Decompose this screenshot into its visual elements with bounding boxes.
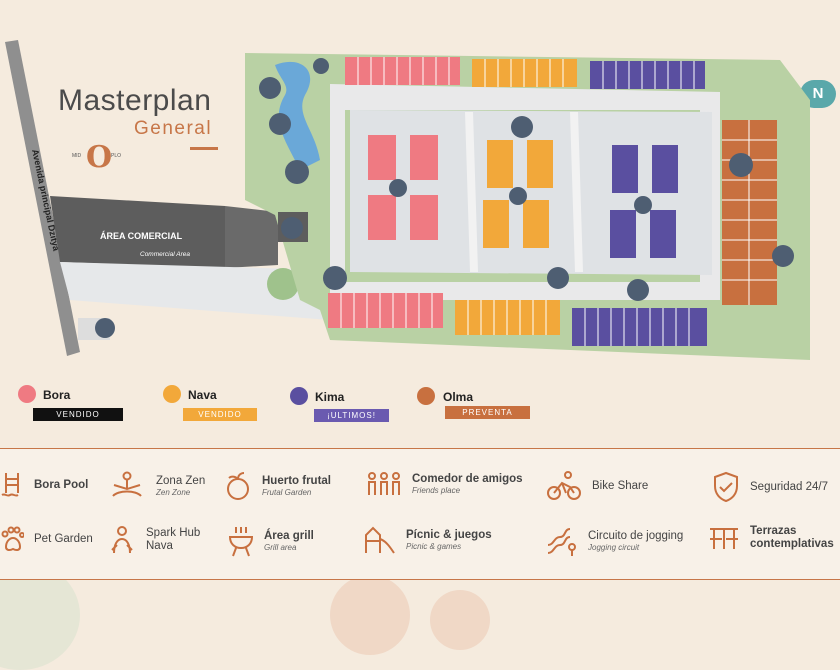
inner-blocks-kima [610, 145, 678, 258]
yoga-icon [112, 471, 142, 497]
pool-icon [1, 473, 19, 497]
legend-kima-status: ¡ULTIMOS! [314, 409, 389, 422]
amenity-sub: Jogging circuit [588, 542, 640, 552]
amenity-sub: Grill area [264, 542, 297, 552]
amenity-sub: Frutal Garden [262, 487, 312, 497]
decorative-blob [430, 590, 490, 650]
amenity-name: Seguridad 24/7 [750, 480, 829, 493]
amenity-pet-garden: Pet Garden [0, 525, 94, 553]
amenity-sub: Friends place [412, 485, 461, 495]
amenity-name: Circuito de jogging [588, 529, 684, 542]
grill-icon [228, 527, 254, 557]
playground-icon [365, 526, 395, 554]
lots-kima-north [590, 61, 705, 89]
page-title: Masterplan [58, 84, 212, 117]
amenity-name: Bike Share [592, 479, 649, 492]
legend-kima-label: Kima [315, 390, 345, 404]
amenity-name: Terrazas contemplativas [750, 525, 834, 550]
legend-nava-label: Nava [188, 388, 217, 402]
legend-bora-status: VENDIDO [33, 408, 123, 421]
legend-bora-swatch [18, 385, 36, 403]
legend-nava-status: VENDIDO [183, 408, 257, 421]
amenity-spark-hub: Spark Hub Nava [108, 525, 216, 555]
fruit-icon [227, 472, 249, 500]
shield-icon [714, 471, 738, 503]
decorative-blob [330, 575, 410, 655]
lot-dividers [340, 57, 777, 346]
spark-icon [111, 526, 133, 554]
amenity-name: Área grill [264, 529, 314, 542]
page-subtitle: General [134, 118, 213, 139]
amenity-bora-pool: Bora Pool [0, 471, 88, 499]
entry-road [60, 262, 330, 320]
commercial-area-label: ÁREA COMERCIAL [100, 231, 183, 241]
brand-logo-right-text: PLO [111, 153, 122, 159]
amenity-name: Bora Pool [34, 478, 89, 491]
inner-blocks-bora [368, 135, 438, 240]
lots-bora-north [345, 57, 460, 85]
bike-icon [547, 471, 581, 500]
amenity-sub: Picnic & games [406, 541, 462, 551]
amenity-sub: Zen Zone [156, 487, 191, 497]
street-divider [570, 112, 583, 272]
commercial-area-sublabel: Commercial Area [140, 251, 190, 258]
pool [275, 61, 320, 170]
brand-logo-left-text: MID [72, 153, 82, 159]
masterplan-map: Avenida principal Dzityá ÁREA COMERCIAL … [5, 40, 810, 360]
amenity-name: Comedor de amigos [412, 472, 523, 485]
legend-olma-swatch [417, 387, 435, 405]
amenity-name: Pet Garden [34, 532, 93, 545]
terrace-icon [710, 528, 738, 549]
people-icon [368, 472, 400, 495]
amenity-name: Pícnic & juegos [406, 528, 492, 541]
legend-bora-label: Bora [43, 388, 71, 402]
amenity-name: Huerto frutal [262, 474, 331, 487]
amenity-bike-share: Bike Share [546, 471, 648, 501]
street-divider [465, 112, 478, 272]
legend-olma-status: PREVENTA [445, 406, 530, 419]
commercial-area [50, 196, 225, 268]
title-underline [190, 147, 218, 150]
legend-kima-swatch [290, 387, 308, 405]
amenity-seguridad: Seguridad 24/7 [712, 471, 830, 503]
amenity-name: Spark Hub Nava [146, 527, 201, 552]
amenity-name: Zona Zen [156, 474, 206, 487]
amenity-terrazas: Terrazas contemplativas [708, 525, 840, 551]
commercial-area-parking [225, 206, 278, 268]
paw-icon [1, 526, 24, 552]
legend-nava-swatch [163, 385, 181, 403]
internal-road [330, 84, 720, 300]
roundabout [267, 268, 299, 300]
map-amenity-markers [95, 58, 794, 338]
avenue-road [5, 40, 80, 356]
lots-bora-south [328, 293, 443, 328]
brand-logo: O [86, 140, 113, 175]
legend-olma-label: Olma [443, 390, 474, 404]
jogging-icon [547, 528, 576, 556]
inner-blocks-nava [483, 140, 553, 248]
lots-kima-south [572, 308, 707, 346]
